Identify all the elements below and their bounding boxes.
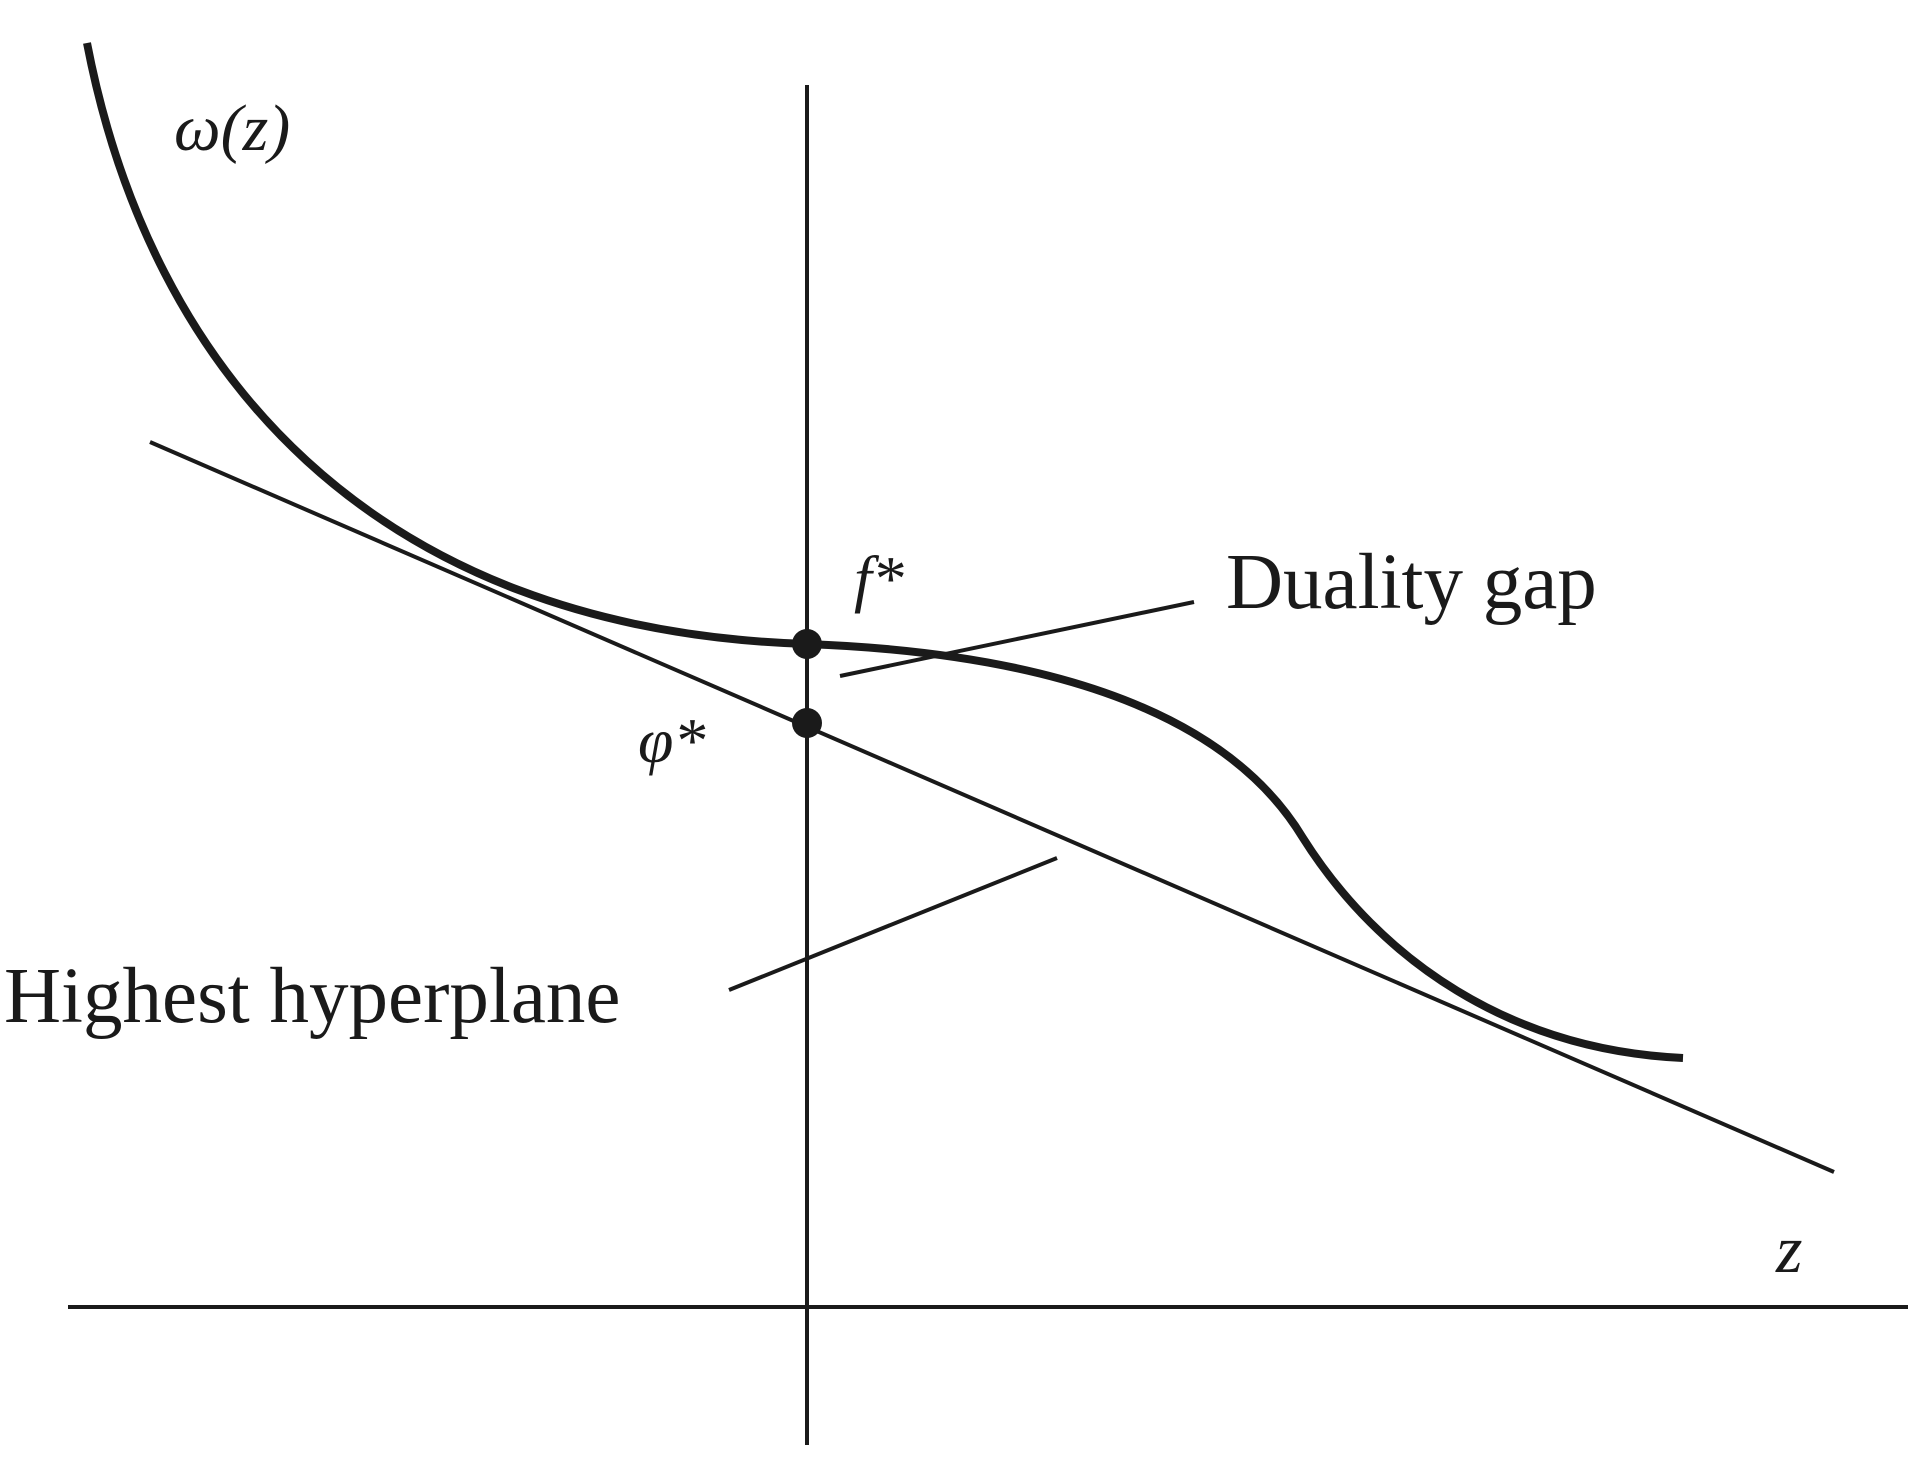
f-star-point <box>792 629 822 659</box>
f-star-label: f* <box>854 543 904 614</box>
highest-hyperplane-label: Highest hyperplane <box>4 953 620 1040</box>
duality-gap-leader-line <box>839 600 1195 678</box>
hyperplane-leader-line <box>728 856 1058 992</box>
duality-gap-label: Duality gap <box>1226 539 1597 626</box>
phi-star-point <box>792 708 822 738</box>
phi-star-label: φ* <box>638 705 705 776</box>
z-axis-label: z <box>1775 1211 1802 1287</box>
omega-curve <box>83 42 1684 1062</box>
highest-hyperplane-line <box>149 440 1835 1174</box>
curve-label: ω(z) <box>174 92 290 165</box>
